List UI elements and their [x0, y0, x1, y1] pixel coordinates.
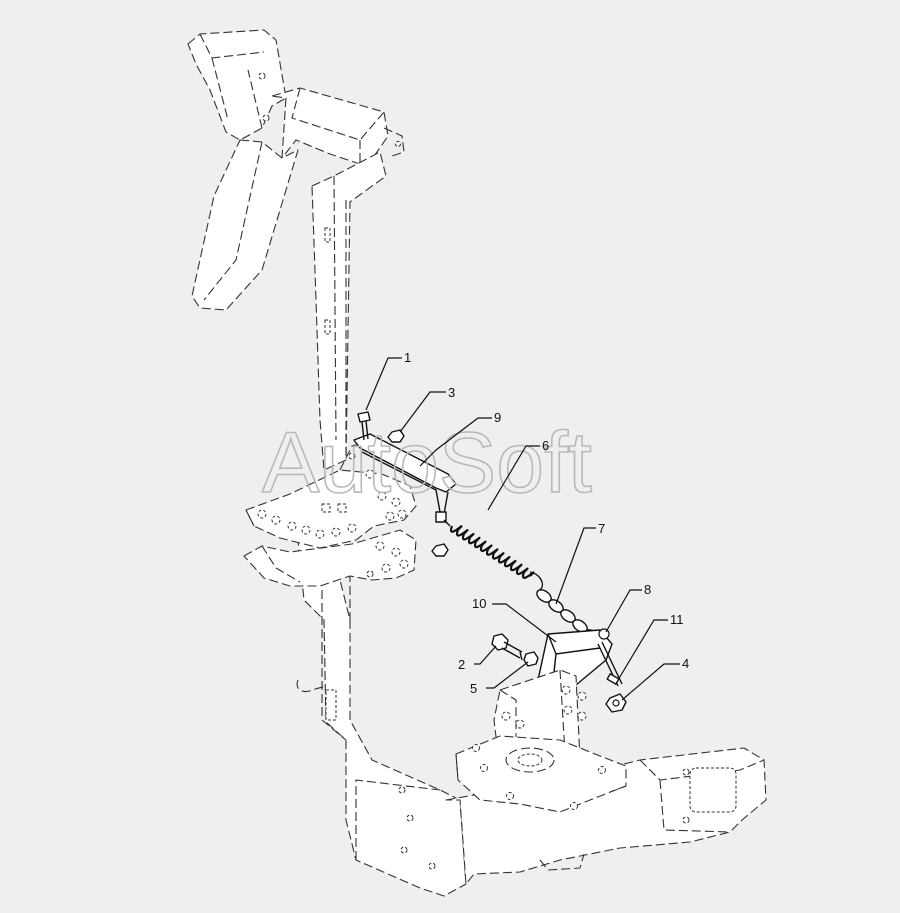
svg-text:2: 2: [458, 657, 465, 672]
upper-bracket: [187, 29, 287, 141]
mount-bracket: [455, 669, 627, 813]
lower-plate: [243, 529, 417, 587]
lower-beam: [445, 747, 767, 885]
bolt-1: [357, 411, 371, 441]
svg-text:11: 11: [670, 612, 684, 627]
angled-arm: [191, 139, 299, 311]
frame-upright: [311, 151, 387, 471]
base-flange: [455, 735, 627, 813]
frame-phantom: [187, 29, 767, 897]
svg-text:3: 3: [448, 385, 455, 400]
callout-3: 3: [399, 385, 455, 433]
svg-text:7: 7: [598, 521, 605, 536]
lever-arm: [353, 433, 457, 523]
callout-8: 8: [605, 582, 651, 633]
svg-text:6: 6: [542, 438, 549, 453]
svg-text:4: 4: [682, 656, 689, 671]
svg-text:10: 10: [472, 596, 486, 611]
callout-5: 5: [470, 661, 529, 696]
callout-7: 7: [555, 521, 605, 605]
lever-assembly: [243, 439, 417, 587]
callout-1: 1: [365, 350, 411, 411]
svg-text:8: 8: [644, 582, 651, 597]
callout-11: 11: [617, 612, 684, 681]
watermark: AutoSoft: [262, 415, 592, 511]
bolt-2: [491, 633, 523, 661]
nut-spring-end: [431, 543, 449, 557]
svg-text:1: 1: [404, 350, 411, 365]
callout-9: 9: [419, 410, 501, 467]
lever-plate: [245, 469, 417, 549]
callout-2: 2: [458, 645, 497, 672]
callouts: 1 2 3 4 5 6 7 8: [365, 350, 689, 701]
callout-4: 4: [621, 656, 689, 701]
callout-10: 10: [472, 596, 557, 643]
nut-3: [387, 429, 405, 443]
spring: [443, 519, 544, 591]
callout-6: 6: [487, 438, 549, 511]
svg-text:9: 9: [494, 410, 501, 425]
svg-text:5: 5: [470, 681, 477, 696]
